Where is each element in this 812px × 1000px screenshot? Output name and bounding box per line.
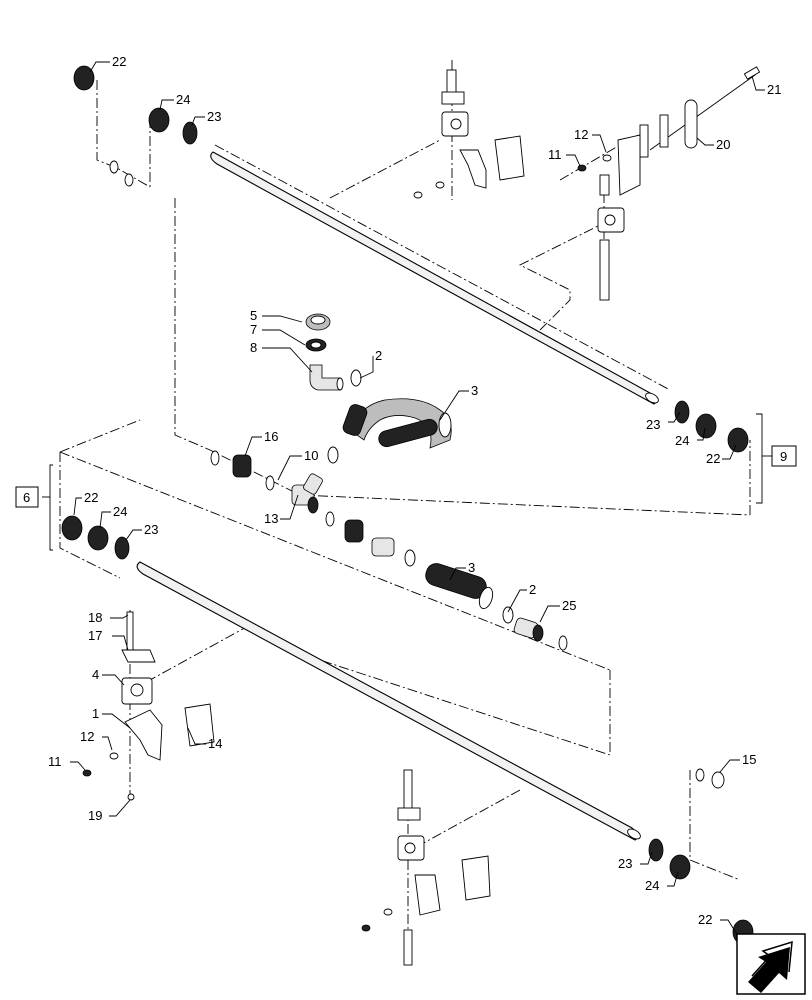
callout-14: 14 — [208, 736, 222, 751]
callout-4: 4 — [92, 667, 99, 682]
callout-25: 25 — [562, 598, 576, 613]
upper-boom-pipe — [210, 151, 659, 405]
callout-12-lower: 12 — [80, 729, 94, 744]
callout-7: 7 — [250, 322, 257, 337]
callout-24-bottom: 24 — [645, 878, 659, 893]
callout-23: 23 — [207, 109, 221, 124]
callout-20: 20 — [716, 137, 730, 152]
lower-left-end-parts — [61, 515, 130, 560]
callout-11-lower: 11 — [48, 754, 62, 769]
callout-22-right: 22 — [706, 451, 720, 466]
group-label-9: 9 — [780, 449, 787, 464]
upper-right-end-parts — [674, 400, 749, 453]
lower-boom-pipe — [136, 561, 641, 841]
callout-24: 24 — [176, 92, 190, 107]
group-bracket-9: 9 — [756, 413, 797, 504]
next-page-arrow-icon[interactable] — [736, 933, 806, 995]
hose-segment — [425, 563, 494, 610]
callout-18: 18 — [88, 610, 102, 625]
callout-leaders — [70, 61, 765, 937]
callout-22-left: 22 — [84, 490, 98, 505]
group-bracket-6: 6 — [15, 464, 53, 551]
callout-8: 8 — [250, 340, 257, 355]
callout-2-lower: 2 — [529, 582, 536, 597]
callout-21: 21 — [767, 82, 781, 97]
callout-5: 5 — [250, 308, 257, 323]
callout-22: 22 — [112, 54, 126, 69]
callout-labels: 22 24 23 21 20 12 11 5 7 8 2 3 16 10 13 … — [48, 54, 781, 927]
callout-10: 10 — [304, 448, 318, 463]
upper-left-end-parts — [73, 65, 198, 187]
callout-19: 19 — [88, 808, 102, 823]
callout-16: 16 — [264, 429, 278, 444]
callout-24-left: 24 — [113, 504, 127, 519]
elbow-fitting — [305, 313, 344, 391]
fitting-25 — [513, 617, 544, 642]
hose-assembly — [342, 398, 452, 449]
callout-15: 15 — [742, 752, 756, 767]
upper-center-bracket — [413, 69, 525, 199]
callout-13: 13 — [264, 511, 278, 526]
lower-right-bracket — [361, 769, 491, 966]
callout-17: 17 — [88, 628, 102, 643]
tee-fitting — [291, 473, 323, 514]
center-fittings — [210, 450, 568, 651]
callout-1: 1 — [92, 706, 99, 721]
lower-left-bracket — [82, 611, 215, 801]
hose-clamps — [327, 369, 514, 624]
callout-23-bottom: 23 — [618, 856, 632, 871]
callout-24-right: 24 — [675, 433, 689, 448]
callout-12: 12 — [574, 127, 588, 142]
callout-3: 3 — [471, 383, 478, 398]
callout-23-left: 23 — [144, 522, 158, 537]
callout-3-lower: 3 — [468, 560, 475, 575]
callout-11: 11 — [548, 147, 562, 162]
callout-2: 2 — [375, 348, 382, 363]
upper-right-bracket — [577, 66, 761, 301]
callout-23-right: 23 — [646, 417, 660, 432]
group-label-6: 6 — [23, 490, 30, 505]
callout-22-bottom: 22 — [698, 912, 712, 927]
